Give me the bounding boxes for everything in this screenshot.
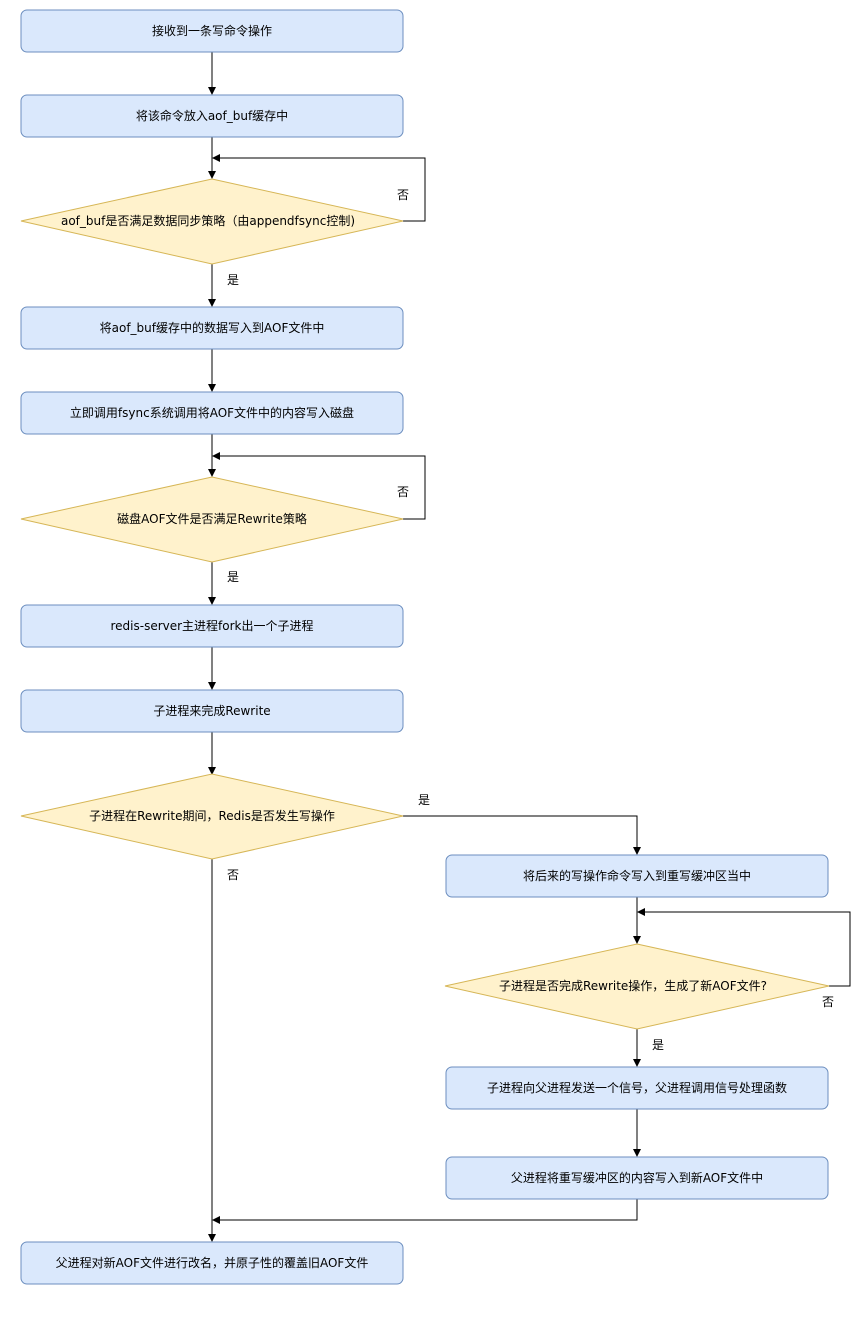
- decision-rewrite-policy: 磁盘AOF文件是否满足Rewrite策略: [20, 476, 404, 563]
- node-child-signals-parent: 子进程向父进程发送一个信号，父进程调用信号处理函数: [445, 1066, 829, 1110]
- node-label: 父进程对新AOF文件进行改名，并原子性的覆盖旧AOF文件: [56, 1255, 369, 1270]
- node-label: 父进程将重写缓冲区的内容写入到新AOF文件中: [511, 1170, 763, 1185]
- label-d4-yes: 是: [652, 1038, 664, 1052]
- node-fork-child-process: redis-server主进程fork出一个子进程: [20, 604, 404, 648]
- label-d1-no: 否: [397, 188, 409, 202]
- node-label: 子进程在Rewrite期间，Redis是否发生写操作: [89, 808, 335, 823]
- label-d3-yes: 是: [418, 793, 430, 807]
- node-label: redis-server主进程fork出一个子进程: [110, 618, 313, 633]
- edge-d3-yes: [403, 815, 641, 855]
- node-label: 将后来的写操作命令写入到重写缓冲区当中: [523, 868, 751, 883]
- node-label: 子进程向父进程发送一个信号，父进程调用信号处理函数: [487, 1080, 787, 1095]
- decision-write-during-rewrite: 子进程在Rewrite期间，Redis是否发生写操作: [20, 773, 404, 860]
- label-d2-yes: 是: [227, 570, 239, 584]
- node-parent-writes-buffer: 父进程将重写缓冲区的内容写入到新AOF文件中: [445, 1156, 829, 1200]
- node-label: 子进程来完成Rewrite: [153, 703, 270, 718]
- node-label: 将aof_buf缓存中的数据写入到AOF文件中: [100, 320, 325, 335]
- node-write-to-rewrite-buffer: 将后来的写操作命令写入到重写缓冲区当中: [445, 854, 829, 898]
- node-label: 接收到一条写命令操作: [152, 23, 272, 38]
- node-write-to-aof-file: 将aof_buf缓存中的数据写入到AOF文件中: [20, 306, 404, 350]
- node-label: 磁盘AOF文件是否满足Rewrite策略: [117, 511, 307, 526]
- edge-labels: 否 是 否 是 是 否 否 是: [227, 188, 834, 1052]
- node-put-into-aof-buf: 将该命令放入aof_buf缓存中: [20, 94, 404, 138]
- label-d1-yes: 是: [227, 273, 239, 287]
- decision-rewrite-complete: 子进程是否完成Rewrite操作，生成了新AOF文件?: [444, 943, 830, 1030]
- node-receive-write-command: 接收到一条写命令操作: [20, 9, 404, 53]
- edge-d2-no-loop: [212, 452, 426, 520]
- node-rename-and-replace: 父进程对新AOF文件进行改名，并原子性的覆盖旧AOF文件: [20, 1241, 404, 1285]
- node-label: 立即调用fsync系统调用将AOF文件中的内容写入磁盘: [70, 405, 354, 420]
- edge-n9-n10: [212, 1199, 638, 1224]
- label-d3-no: 否: [227, 868, 239, 882]
- node-label: 将该命令放入aof_buf缓存中: [136, 108, 288, 123]
- edge-d1-no-loop: [212, 154, 426, 222]
- label-d4-no: 否: [822, 995, 834, 1009]
- edges: [208, 52, 851, 1242]
- decision-sync-policy: aof_buf是否满足数据同步策略（由appendfsync控制): [20, 178, 404, 265]
- node-fsync-to-disk: 立即调用fsync系统调用将AOF文件中的内容写入磁盘: [20, 391, 404, 435]
- label-d2-no: 否: [397, 485, 409, 499]
- edge-d4-no-loop: [637, 908, 851, 987]
- node-child-does-rewrite: 子进程来完成Rewrite: [20, 689, 404, 733]
- node-label: aof_buf是否满足数据同步策略（由appendfsync控制): [61, 213, 355, 228]
- node-label: 子进程是否完成Rewrite操作，生成了新AOF文件?: [499, 978, 767, 993]
